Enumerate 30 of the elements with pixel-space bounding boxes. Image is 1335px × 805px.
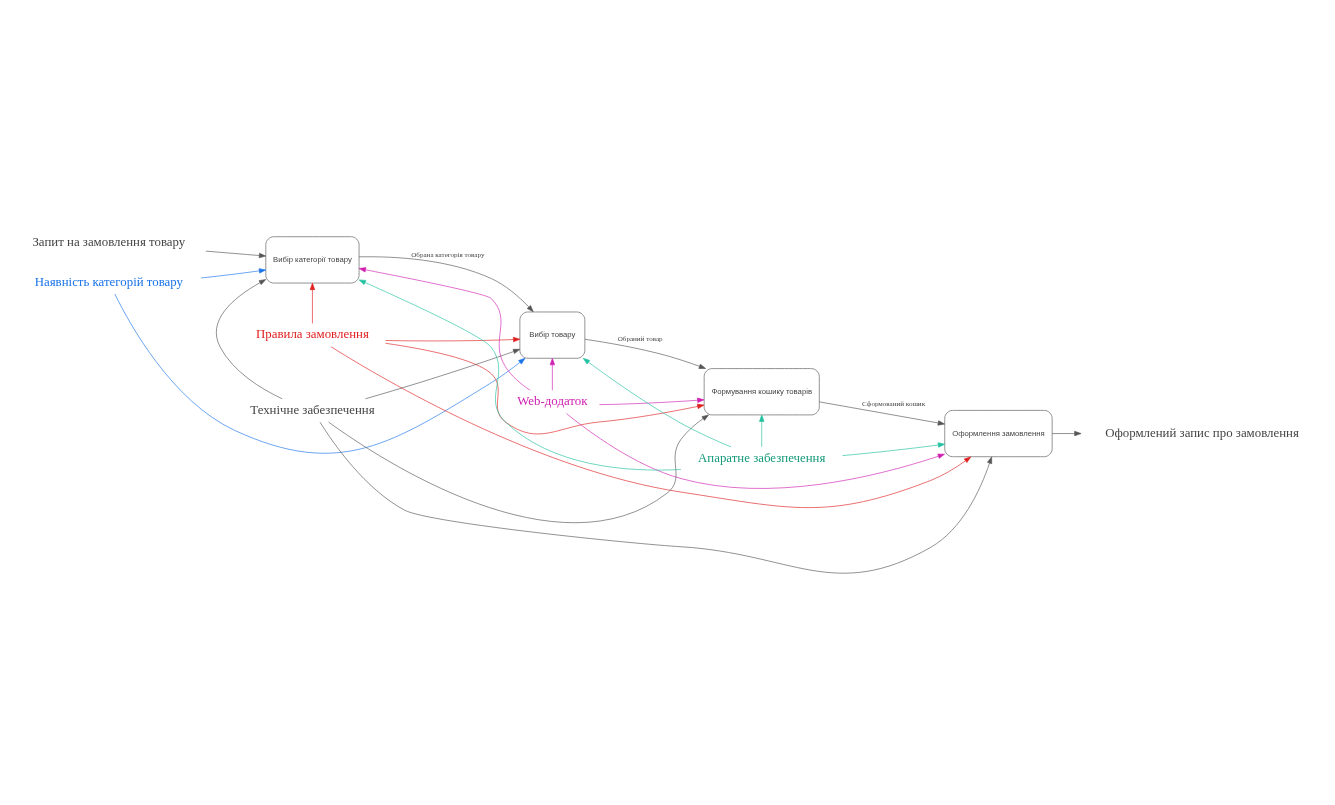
arrow <box>584 339 706 369</box>
node-text: Наявність категорій товару <box>34 274 183 289</box>
arrow <box>599 397 705 405</box>
node-text: Запит на замовлення товару <box>32 235 186 250</box>
node-text: Web-додаток <box>517 394 588 409</box>
arrow <box>819 401 945 426</box>
arrow <box>385 342 705 435</box>
arrow <box>114 293 526 454</box>
arrow <box>358 267 531 391</box>
arrow <box>319 421 993 574</box>
arrow <box>842 442 946 456</box>
arrow <box>365 349 521 400</box>
arrow <box>759 414 765 448</box>
node-text: Апаратне забезпечення <box>698 450 826 465</box>
arrow <box>309 282 315 324</box>
arrow <box>1051 431 1082 437</box>
arrow <box>582 358 732 448</box>
arrow <box>200 268 267 279</box>
arrow <box>330 346 972 508</box>
node-text: Оформлений запис про замовлення <box>1105 425 1299 440</box>
node-text: Технічне забезпечення <box>250 402 375 417</box>
arrow <box>216 279 283 400</box>
node-text: Правила замовлення <box>256 327 369 342</box>
arrow <box>358 279 682 471</box>
arrow <box>358 256 534 312</box>
arrow <box>566 413 945 489</box>
arrow <box>205 250 267 259</box>
arrow <box>549 358 555 391</box>
arrow <box>385 336 521 343</box>
arrow <box>328 414 709 524</box>
